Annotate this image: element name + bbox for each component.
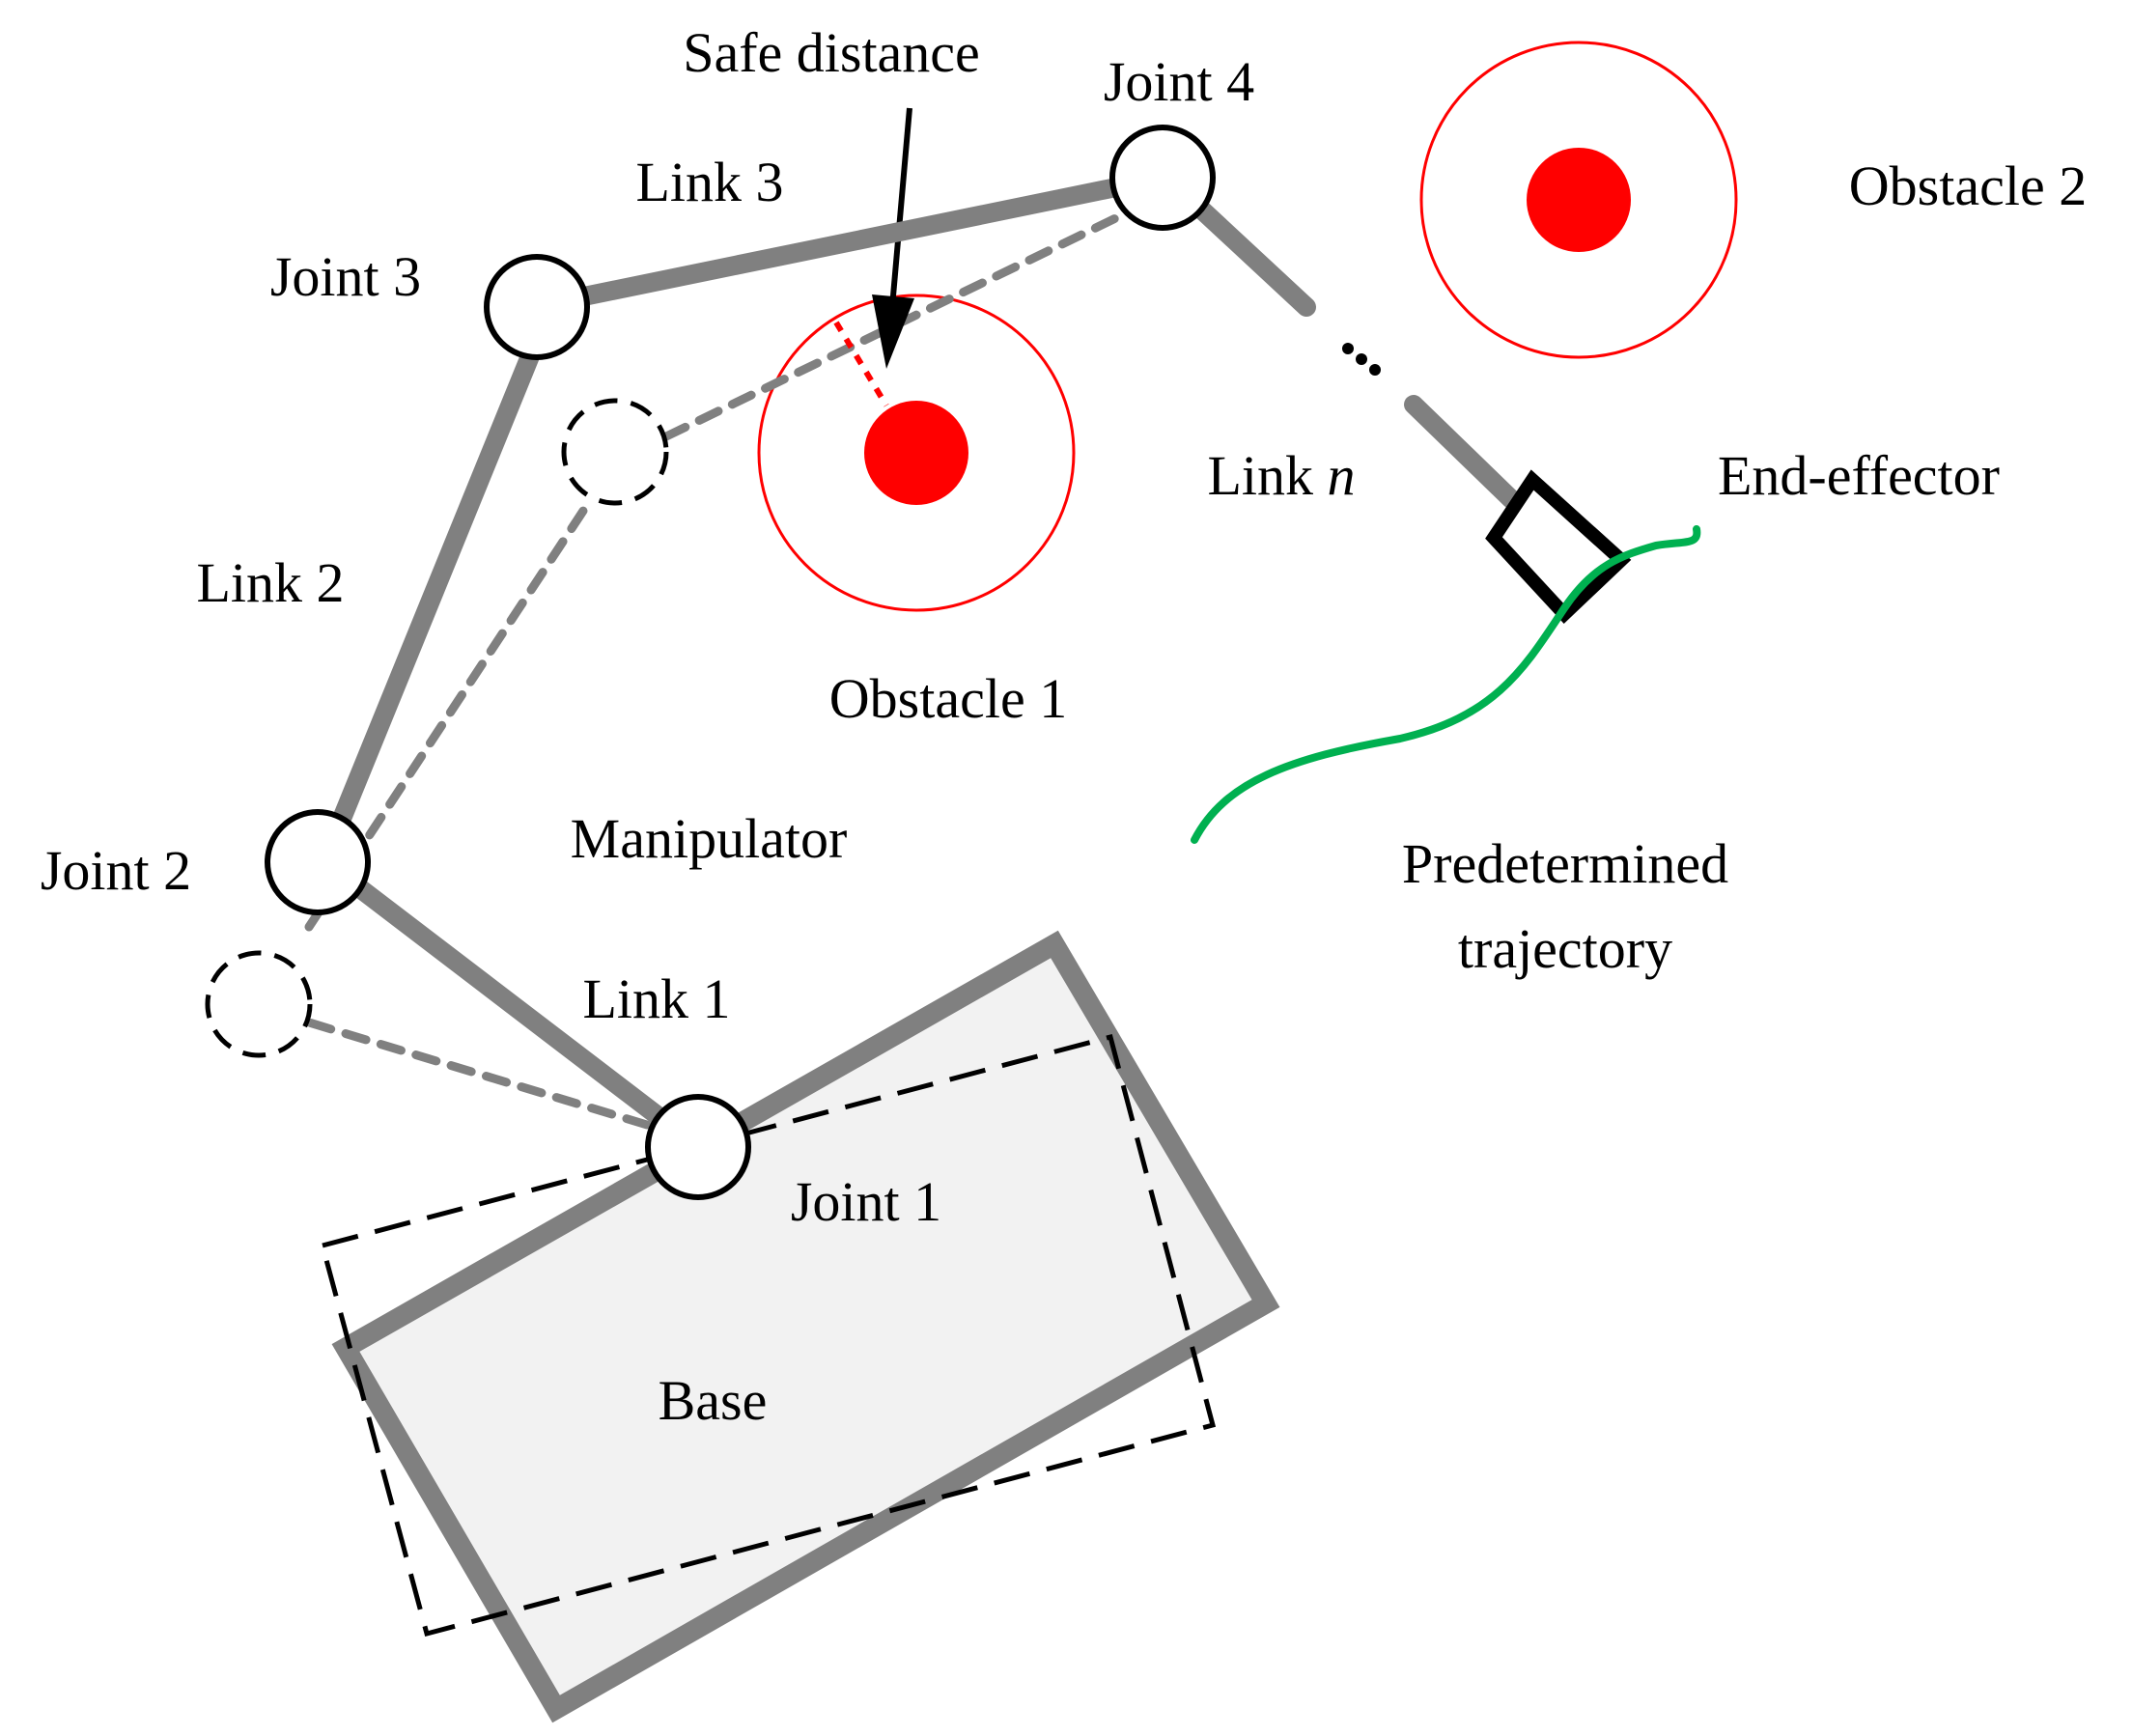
joint-3 bbox=[484, 254, 590, 360]
obstacle-2 bbox=[1419, 41, 1738, 359]
manipulator-links bbox=[315, 169, 1521, 1152]
link-3 bbox=[522, 169, 1168, 317]
obstacle-2-core bbox=[1527, 148, 1631, 252]
link-n bbox=[1404, 395, 1521, 509]
obstacle-1 bbox=[757, 294, 1076, 612]
base-body bbox=[331, 930, 1280, 1723]
safe-distance-arrow bbox=[872, 107, 914, 369]
labels: Safe distance Joint 4 Obstacle 2 Link 3 … bbox=[41, 21, 2087, 1432]
joint-1 bbox=[645, 1094, 751, 1200]
link-2 bbox=[315, 342, 542, 871]
label-base: Base bbox=[659, 1369, 768, 1432]
base-dashed-outline bbox=[319, 1033, 1217, 1638]
label-joint-4: Joint 4 bbox=[1104, 50, 1254, 113]
ellipsis-dots bbox=[1342, 343, 1381, 376]
link-4 bbox=[1174, 183, 1316, 317]
label-predetermined: Predetermined bbox=[1402, 832, 1728, 895]
label-joint-1: Joint 1 bbox=[791, 1170, 941, 1233]
joints bbox=[265, 125, 1216, 1200]
dashed-joint-2 bbox=[205, 950, 313, 1058]
obstacle-2-safe-zone bbox=[1419, 41, 1738, 359]
end-effector bbox=[1485, 469, 1632, 624]
label-trajectory: trajectory bbox=[1458, 917, 1672, 980]
predetermined-trajectory bbox=[1191, 525, 1701, 844]
joint-4 bbox=[1109, 125, 1216, 231]
safe-distance-marker bbox=[833, 321, 889, 407]
joint-2 bbox=[265, 809, 371, 915]
link-1 bbox=[315, 852, 702, 1152]
obstacle-1-core bbox=[864, 401, 968, 505]
label-link-3: Link 3 bbox=[635, 151, 783, 213]
dashed-joint-3 bbox=[561, 398, 669, 506]
dashed-link-1 bbox=[304, 1018, 652, 1130]
label-obstacle-1: Obstacle 1 bbox=[829, 667, 1067, 730]
label-link-1: Link 1 bbox=[582, 967, 730, 1030]
label-joint-3: Joint 3 bbox=[270, 245, 421, 308]
label-link-n: Link n bbox=[1207, 444, 1355, 507]
label-safe-distance: Safe distance bbox=[683, 21, 980, 84]
label-link-2: Link 2 bbox=[196, 551, 344, 614]
label-end-effector: End-effector bbox=[1718, 444, 2000, 507]
obstacle-1-safe-zone bbox=[757, 294, 1076, 612]
label-obstacle-2: Obstacle 2 bbox=[1849, 154, 2087, 217]
label-joint-2: Joint 2 bbox=[41, 839, 191, 902]
label-manipulator: Manipulator bbox=[571, 807, 848, 870]
